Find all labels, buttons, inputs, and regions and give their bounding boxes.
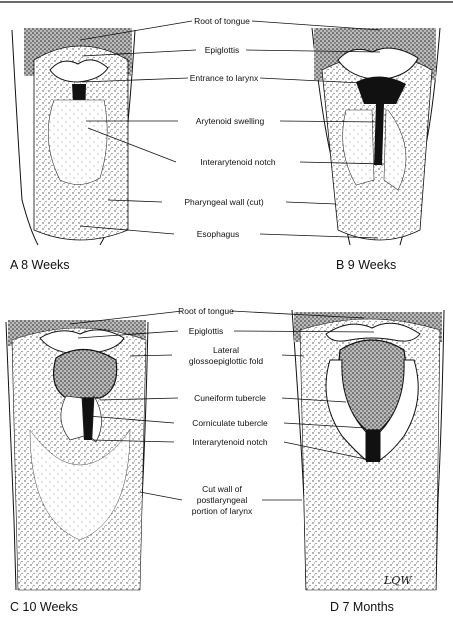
panel-d-drawing — [292, 310, 444, 590]
label-glossoepiglottic-fold: glossoepiglottic fold — [189, 356, 263, 366]
label-epiglottis-2: Epiglottis — [189, 326, 224, 336]
label-epiglottis: Epiglottis — [205, 45, 240, 55]
label-pharyngeal-wall: Pharyngeal wall (cut) — [184, 197, 264, 207]
caption-a: A 8 Weeks — [10, 258, 70, 272]
label-arytenoid-swelling: Arytenoid swelling — [196, 116, 265, 126]
label-root-of-tongue-2: Root of tongue — [178, 306, 234, 316]
label-postlaryngeal: postlaryngeal — [197, 495, 248, 505]
label-interarytenoid-notch: Interarytenoid notch — [200, 157, 275, 167]
panel-a-drawing — [12, 28, 135, 245]
label-interarytenoid-notch-2: Interarytenoid notch — [192, 437, 267, 447]
label-root-of-tongue: Root of tongue — [194, 16, 250, 26]
caption-c: C 10 Weeks — [10, 600, 78, 614]
label-lateral: Lateral — [213, 345, 239, 355]
panel-b-drawing — [312, 28, 440, 245]
label-esophagus: Esophagus — [197, 229, 240, 239]
panel-c-drawing — [6, 320, 148, 590]
label-portion-of-larynx: portion of larynx — [192, 506, 253, 516]
label-corniculate-tubercle: Corniculate tubercle — [192, 418, 268, 428]
label-entrance-to-larynx: Entrance to larynx — [190, 73, 259, 83]
caption-b: B 9 Weeks — [336, 258, 396, 272]
label-cuneiform-tubercle: Cuneiform tubercle — [194, 393, 266, 403]
label-cut-wall: Cut wall of — [202, 484, 242, 494]
caption-d: D 7 Months — [330, 600, 394, 614]
artist-signature: LQW — [383, 574, 413, 587]
